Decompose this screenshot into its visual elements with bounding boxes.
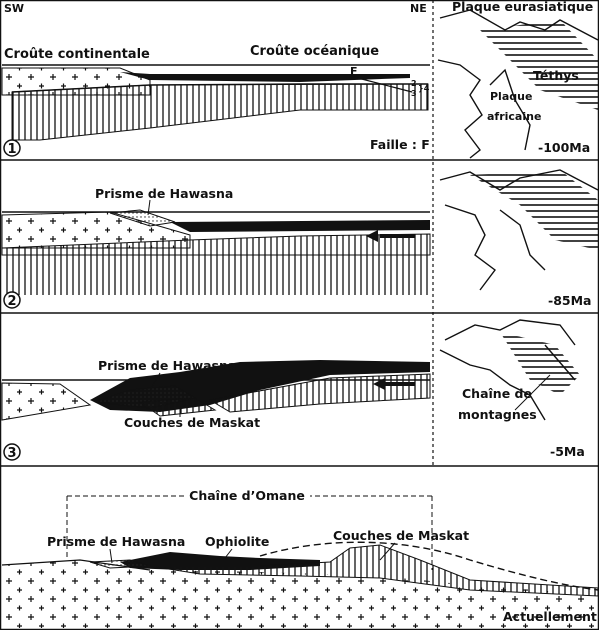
hawasna-prism [89, 559, 151, 569]
present-label: Actuellement [503, 609, 597, 624]
mountain-chain-area [500, 332, 580, 395]
continental-crust-label: Croûte continentale [4, 47, 150, 62]
layer-bracket: }4 [418, 84, 430, 93]
stage-2-circle [3, 291, 21, 309]
map-1: Plaque eurasiatique Téthys Plaque africa… [437, 0, 599, 159]
stage-3-circle [3, 443, 21, 461]
layer-number-3: 3 [411, 89, 417, 98]
layer-number-2: 2 [411, 79, 417, 88]
mountain-chain-label-1: Chaîne de [462, 386, 532, 401]
stage-1-section: SW NE F 2 3 }4 Croûte continentale Croût… [1, 0, 599, 159]
african-plate-label-1: Plaque [490, 90, 532, 103]
tethys-area [480, 20, 598, 110]
maskat-layers-label: Couches de Maskat [333, 528, 469, 543]
hawasna-prism-label: Prisme de Hawasna [47, 534, 185, 549]
stage-2-number: 2 [7, 294, 16, 309]
oman-chain-label: Chaîne d’Omane [189, 488, 305, 503]
stage-1-number: 1 [7, 142, 16, 157]
continental-crust [1, 382, 92, 421]
stage-1-circle [3, 139, 21, 157]
stage-2-section: Prisme de Hawasna 2 -85Ma [1, 169, 599, 309]
map-2-age: -85Ma [548, 293, 591, 308]
map-3-age: -5Ma [550, 444, 585, 459]
fault-marker: F [350, 65, 358, 78]
maskat-layers-label: Couches de Maskat [124, 415, 260, 430]
fault-line [349, 75, 413, 93]
map-3: Chaîne de montagnes -5Ma [439, 319, 585, 459]
tethys-area [470, 170, 598, 250]
sw-label: SW [4, 2, 24, 15]
maskat-layers [138, 397, 217, 417]
oceanic-crust [11, 83, 429, 141]
mantle-hatch [2, 255, 430, 295]
map-2: -85Ma [439, 169, 599, 308]
stage-3-section: Prisme de Hawasna Couches de Maskat 3 Ch… [1, 319, 585, 461]
basement [2, 560, 598, 628]
ophiolite-label: Ophiolite [205, 534, 269, 549]
fault-legend: Faille : F [370, 137, 430, 152]
maskat-layers [149, 544, 599, 597]
tethys-label: Téthys [533, 68, 579, 83]
eroded-profile [259, 541, 599, 591]
hawasna-prism-label: Prisme de Hawasna [98, 358, 236, 373]
ne-label: NE [410, 2, 427, 15]
map-1-age: -100Ma [538, 140, 590, 155]
eurasian-plate-label: Plaque eurasiatique [452, 0, 593, 14]
stage-3-number: 3 [7, 446, 16, 461]
stage-4-section: Chaîne d’Omane Prisme de Hawasna Ophioli… [1, 486, 599, 628]
mountain-chain-label-2: montagnes [458, 407, 537, 422]
hawasna-prism-label: Prisme de Hawasna [95, 186, 233, 201]
oceanic-crust-label: Croûte océanique [250, 44, 379, 59]
sediment-layer [170, 220, 430, 232]
sediment-layer [120, 72, 410, 82]
african-plate-label-2: africaine [487, 110, 541, 123]
